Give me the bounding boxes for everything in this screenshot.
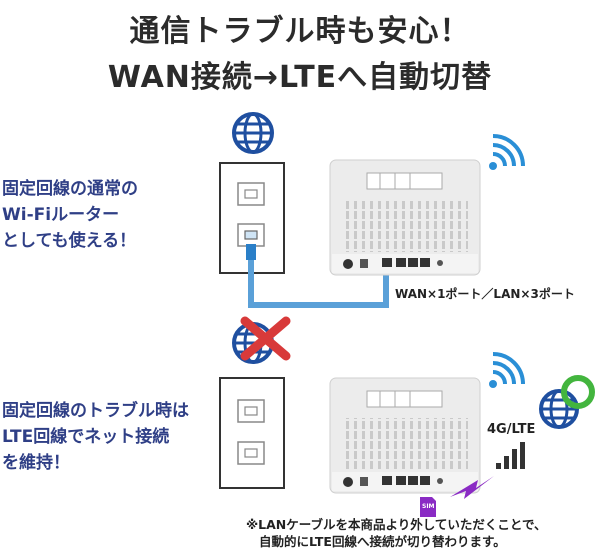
wifi-icon-bottom — [489, 352, 525, 388]
globe-icon-top — [232, 112, 274, 154]
connection-ring-icon — [561, 375, 595, 409]
router-top — [329, 159, 481, 276]
sim-card-icon — [420, 497, 436, 517]
top-description-line-2: Wi-Fiルーター — [2, 205, 120, 225]
bottom-description-line-1: 固定回線のトラブル時は — [2, 401, 189, 421]
top-description-line-3: としても使える！ — [2, 231, 137, 251]
bottom-description: 固定回線のトラブル時は LTE回線でネット接続 を維持！ — [2, 398, 189, 476]
title-line-1: 通信トラブル時も安心！ — [129, 14, 471, 49]
footnote-line-2: 自動的にLTE回線へ接続が切り替わります。 — [259, 534, 506, 549]
lightning-bolt-icon — [450, 476, 494, 499]
bottom-description-line-3: を維持！ — [2, 453, 70, 473]
wall-socket-bottom — [219, 377, 285, 489]
port-info: WAN×1ポート／LAN×3ポート — [395, 287, 575, 301]
router-bottom — [329, 377, 481, 494]
signal-bars-icon — [496, 442, 525, 469]
top-description-line-1: 固定回線の通常の — [2, 179, 138, 199]
wifi-icon-top — [489, 134, 525, 170]
cross-icon — [240, 316, 291, 361]
top-description: 固定回線の通常の Wi-Fiルーター としても使える！ — [2, 176, 138, 254]
sim-label: SIM — [422, 503, 435, 510]
title-line-2: WAN接続→LTEへ自動切替 — [107, 60, 493, 95]
network-type-label: 4G/LTE — [487, 422, 536, 437]
bottom-description-line-2: LTE回線でネット接続 — [2, 427, 170, 447]
lan-cable — [248, 246, 389, 308]
footnote-line-1: ※LANケーブルを本商品より外していただくことで、 — [246, 517, 547, 532]
globe-icon-lte — [539, 389, 579, 429]
